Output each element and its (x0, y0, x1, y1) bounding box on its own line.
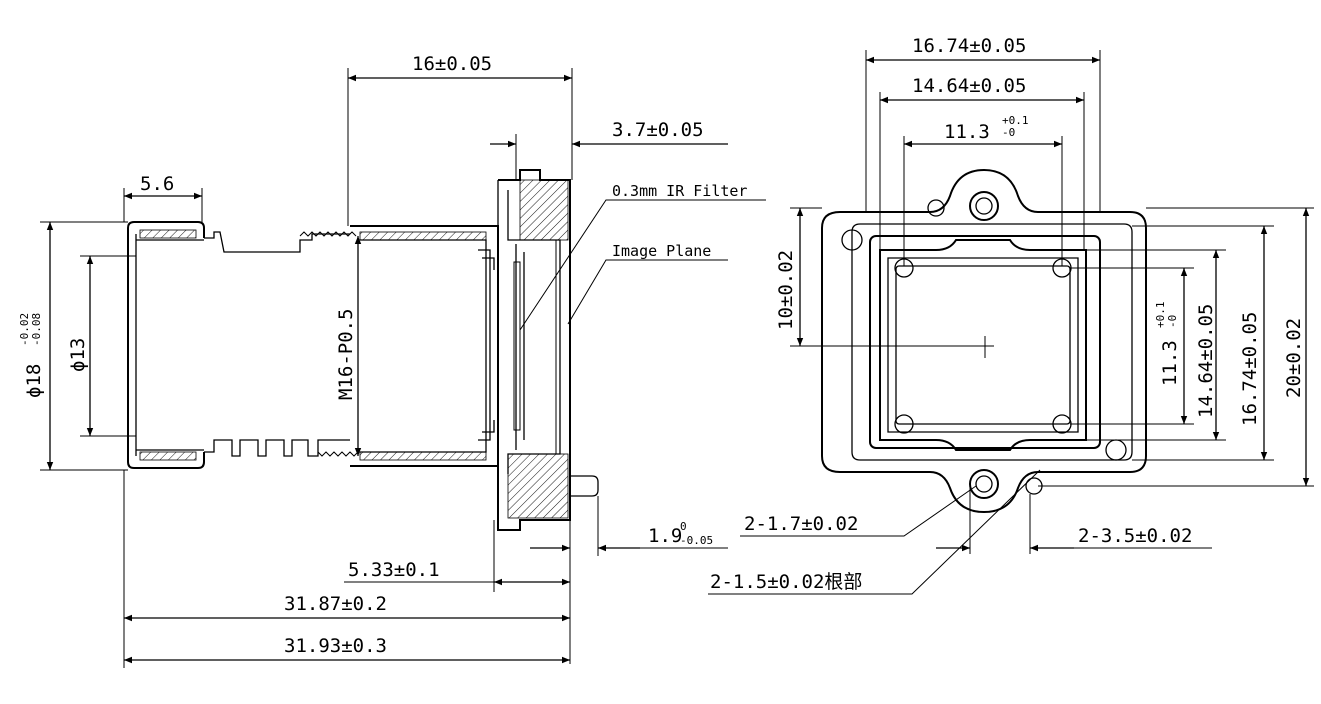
dim-total-height: 20±0.02 (1283, 318, 1305, 398)
dim-inner-diameter: ϕ13 (67, 338, 89, 372)
dim-pin-upper-tol: 0 (680, 520, 687, 533)
lens-barrel (127, 221, 359, 469)
dim-outer-width: 16.74±0.05 (912, 35, 1026, 57)
dim-outer-diameter: ϕ18 (23, 364, 45, 398)
lens-body (350, 225, 499, 467)
dim-thread: M16-P0.5 (335, 308, 357, 400)
mount-hole-top (969, 191, 999, 221)
dim-inner-height-lower-tol: -0 (1166, 315, 1179, 328)
label-ir-filter: 0.3mm IR Filter (612, 182, 747, 200)
dim-total-length-b: 31.87±0.2 (284, 593, 387, 615)
dim-inner-width-upper-tol: +0.1 (1002, 114, 1029, 127)
dim-inner-height: 11.3 (1159, 340, 1181, 386)
dim-lens-to-flange: 16±0.05 (412, 53, 492, 75)
dim-total-length-a: 31.93±0.3 (284, 635, 387, 657)
mount-hole-bottom (969, 469, 999, 499)
dim-flange-thickness: 3.7±0.05 (612, 119, 704, 141)
front-view: 16.74±0.05 14.64±0.05 11.3 +0.1 -0 10±0.… (708, 35, 1314, 595)
mount-plate-outline (821, 168, 1147, 514)
mount-flange (497, 169, 599, 531)
dim-front-width: 5.6 (140, 173, 174, 195)
dim-outer-height: 16.74±0.05 (1239, 312, 1261, 426)
side-view: 0.3mm IR Filter Image Plane 16±0.05 3.7±… (18, 53, 766, 668)
label-image-plane: Image Plane (612, 242, 711, 260)
dim-hole-b: 2-1.5±0.02根部 (710, 571, 862, 593)
dim-hole-c: 2-3.5±0.02 (1078, 525, 1192, 547)
dim-inner-width: 11.3 (944, 121, 990, 143)
dim-mid-width: 14.64±0.05 (912, 75, 1026, 97)
dim-inner-height-upper-tol: +0.1 (1154, 302, 1167, 329)
dim-mid-height: 14.64±0.05 (1195, 304, 1217, 418)
dim-mount-depth: 5.33±0.1 (348, 559, 440, 581)
dim-center-offset: 10±0.02 (775, 250, 797, 330)
dim-inner-width-lower-tol: -0 (1002, 126, 1015, 139)
dim-pin-lower-tol: -0.05 (680, 534, 713, 547)
dim-outer-diameter-lower-tol: -0.08 (30, 313, 43, 346)
dim-pin: 1.9 (648, 525, 682, 547)
dim-hole-a: 2-1.7±0.02 (744, 513, 858, 535)
dim-outer-diameter-upper-tol: -0.02 (18, 313, 31, 346)
